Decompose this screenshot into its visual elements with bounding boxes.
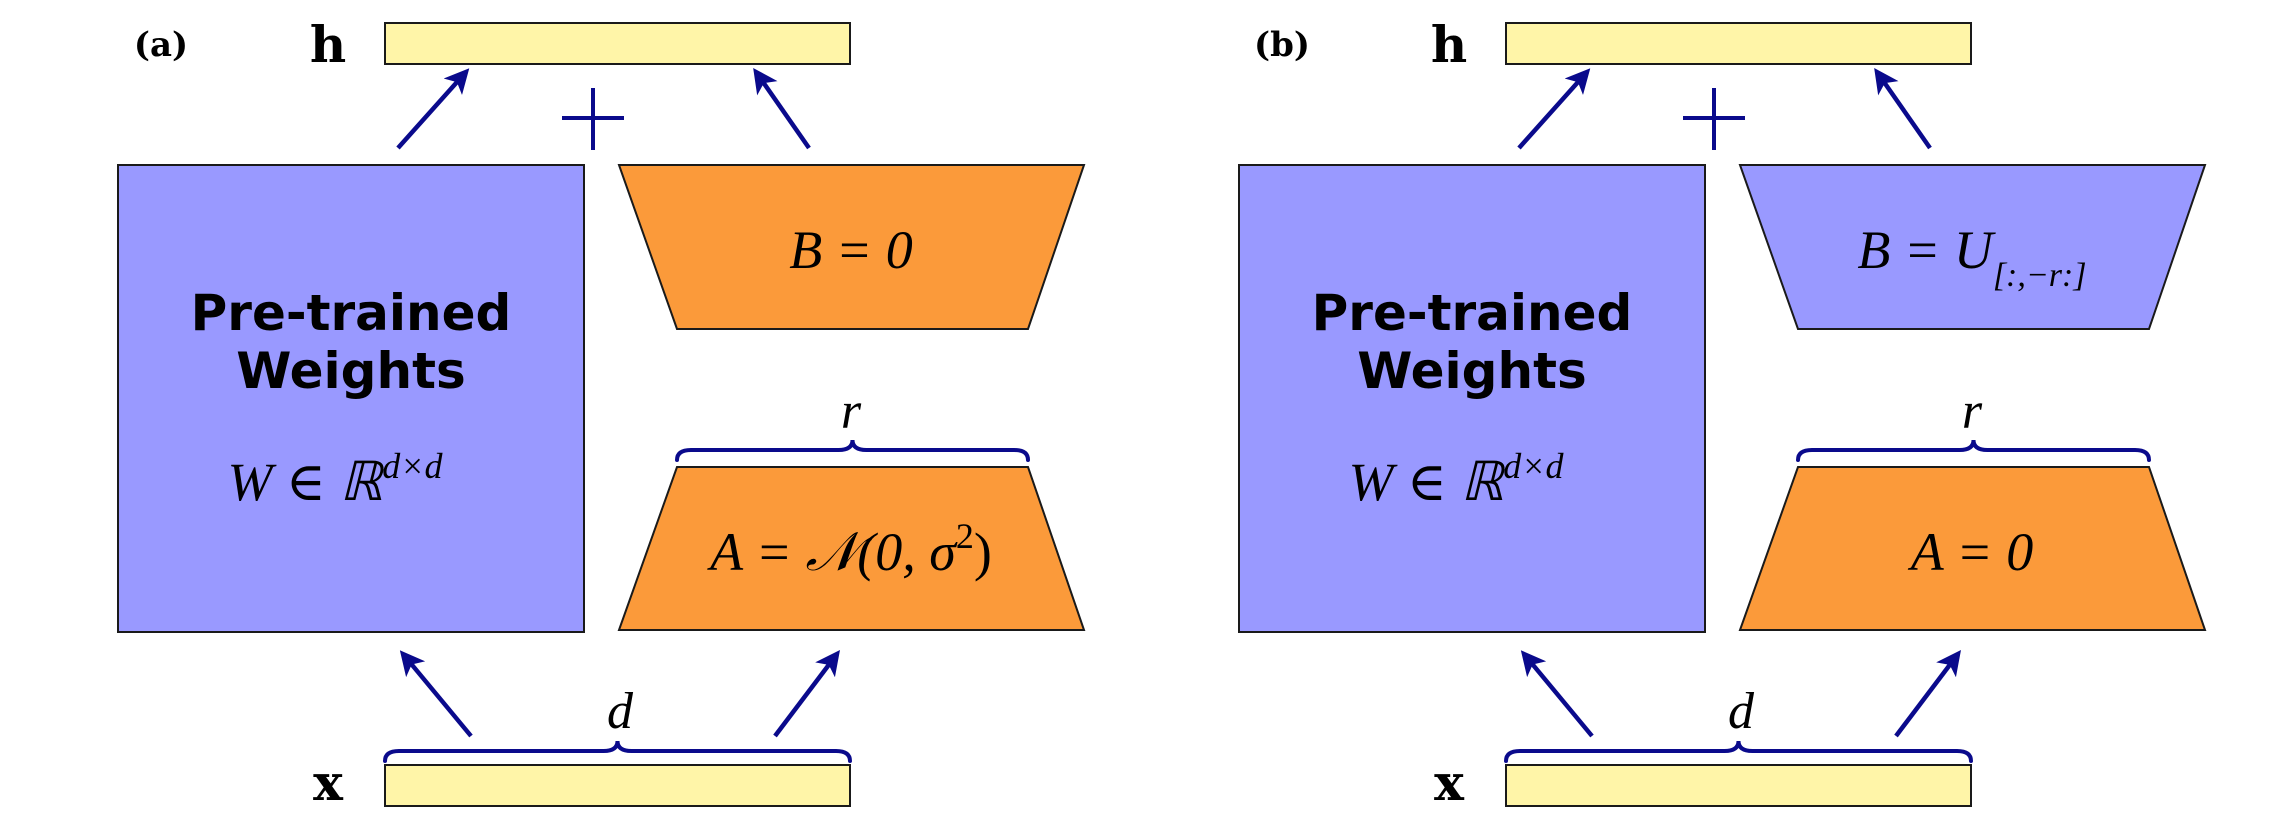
dimension-brace — [1504, 740, 1973, 763]
pretrained-title-line1: Pre-trained — [191, 284, 512, 342]
arrow-x-to-A — [773, 650, 840, 738]
matrix-A-tail: ) — [974, 522, 992, 582]
rank-brace — [1796, 439, 2151, 462]
matrix-A-superscript: 2 — [956, 516, 974, 556]
pretrained-weights-box — [117, 164, 585, 633]
matrix-A-formula: A = 𝒩(0, σ2) — [707, 516, 992, 582]
formula-main: W ∈ ℝ — [227, 452, 385, 512]
pretrained-formula: W ∈ ℝd×d — [1348, 446, 1564, 512]
pretrained-formula: W ∈ ℝd×d — [227, 446, 443, 512]
input-label-x: x — [313, 753, 344, 812]
plus-sign: + — [562, 88, 624, 150]
pretrained-title-line1: Pre-trained — [1312, 284, 1633, 342]
rank-brace — [675, 439, 1030, 462]
pretrained-title-line2: Weights — [236, 342, 465, 400]
matrix-B-trapezoid — [617, 164, 1086, 330]
matrix-A-trapezoid — [1738, 466, 2207, 631]
matrix-B-trapezoid — [1738, 164, 2207, 330]
matrix-B-formula: B = 0 — [789, 220, 912, 280]
output-vector-h — [384, 22, 851, 65]
matrix-B-main: B = U — [1857, 220, 1995, 280]
matrix-A-main: A = 𝒩(0, σ — [707, 522, 958, 582]
dimension-brace — [383, 740, 852, 763]
matrix-B-subscript: [:,−r:] — [1993, 257, 2087, 294]
pretrained-title-line2: Weights — [1357, 342, 1586, 400]
output-label-h: h — [1431, 15, 1467, 74]
arrow-x-to-pretrained — [1520, 650, 1594, 738]
input-vector-x — [1505, 764, 1972, 807]
arrow-x-to-pretrained — [399, 650, 473, 738]
input-vector-x — [384, 764, 851, 807]
matrix-A-formula: A = 0 — [1908, 522, 2033, 582]
matrix-B-main: B = 0 — [789, 220, 912, 280]
arrow-B-to-h — [753, 67, 811, 150]
dimension-label-d: d — [1728, 683, 1755, 740]
formula-main: W ∈ ℝ — [1348, 452, 1506, 512]
formula-superscript: d×d — [382, 446, 443, 486]
matrix-A-trapezoid — [617, 466, 1086, 631]
dimension-label-d: d — [607, 683, 634, 740]
arrow-B-to-h — [1874, 67, 1932, 150]
panel-label: (a) — [134, 25, 188, 65]
matrix-A-main: A = 0 — [1908, 522, 2033, 582]
matrix-B-formula: B = U[:,−r:] — [1857, 220, 2086, 294]
formula-superscript: d×d — [1503, 446, 1564, 486]
rank-label-r: r — [841, 383, 862, 440]
arrow-pretrained-to-h — [1517, 68, 1591, 150]
panel-label: (b) — [1254, 25, 1310, 65]
output-vector-h — [1505, 22, 1972, 65]
arrow-x-to-A — [1894, 650, 1961, 738]
plus-sign: + — [1683, 88, 1745, 150]
rank-label-r: r — [1962, 383, 1983, 440]
pretrained-weights-box — [1238, 164, 1706, 633]
input-label-x: x — [1434, 753, 1465, 812]
output-label-h: h — [310, 15, 346, 74]
arrow-pretrained-to-h — [396, 68, 470, 150]
